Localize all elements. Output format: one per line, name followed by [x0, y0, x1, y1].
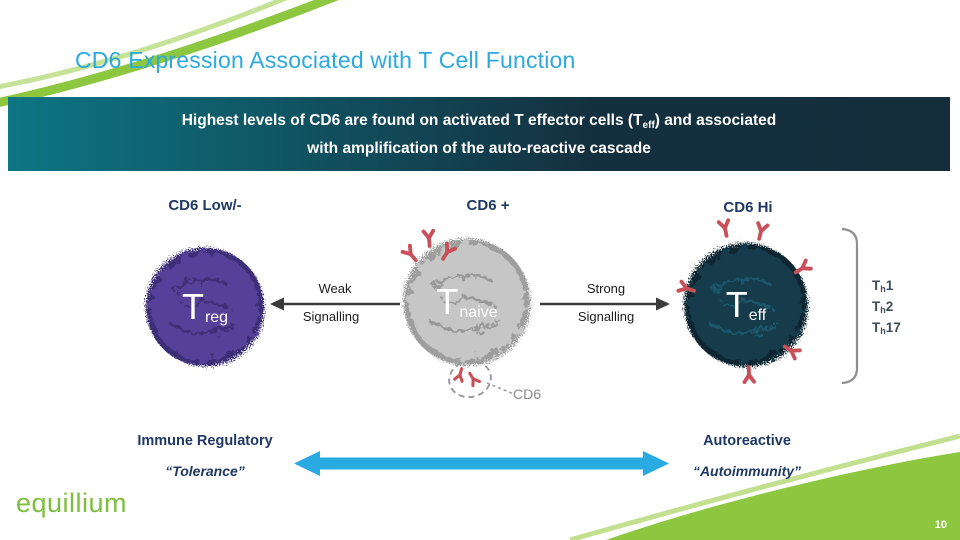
treg-cell-graphic — [145, 247, 265, 367]
strong-signalling-label: Signalling — [577, 309, 635, 324]
tnaive-cell-graphic — [403, 238, 531, 366]
antibody-icon — [714, 216, 736, 240]
teff-cell-graphic — [684, 243, 808, 367]
cd6-callout-label: CD6 — [513, 386, 542, 402]
banner-line-1: Highest levels of CD6 are found on activ… — [181, 111, 777, 131]
weak-label: Weak — [318, 281, 352, 296]
autoreactive-label: Autoreactive — [703, 433, 791, 449]
antibody-icon — [419, 227, 439, 249]
banner-line-2: with amplification of the auto-reactive … — [307, 139, 651, 157]
antibody-icon — [740, 364, 759, 386]
strong-label: Strong — [586, 281, 626, 296]
cd6-callout-leader-line — [486, 382, 515, 395]
teff-bracket-icon — [841, 227, 859, 385]
column-label-cd6-plus: CD6 + — [466, 197, 510, 214]
th2-label: Th2 — [872, 299, 894, 315]
weak-signalling-arrow-icon — [270, 297, 400, 311]
autoimmunity-label: “Autoimmunity” — [692, 463, 802, 479]
page-number: 10 — [934, 519, 947, 531]
th17-label: Th17 — [872, 320, 901, 336]
th-subset-list: Th1 Th2 Th17 — [872, 277, 942, 340]
th1-label: Th1 — [872, 278, 894, 294]
tolerance-label: “Tolerance” — [165, 463, 245, 479]
strong-signalling-arrow-icon — [540, 297, 670, 311]
slide-title: CD6 Expression Associated with T Cell Fu… — [75, 47, 576, 73]
key-message-banner: Highest levels of CD6 are found on activ… — [8, 97, 950, 171]
immune-regulatory-label: Immune Regulatory — [137, 433, 273, 449]
equillium-logo: equillium — [16, 488, 128, 518]
column-label-cd6-low: CD6 Low/- — [168, 197, 242, 214]
bidirectional-arrow-icon — [294, 451, 669, 476]
weak-signalling-label: Signalling — [302, 309, 360, 324]
column-label-cd6-hi: CD6 Hi — [723, 199, 773, 216]
